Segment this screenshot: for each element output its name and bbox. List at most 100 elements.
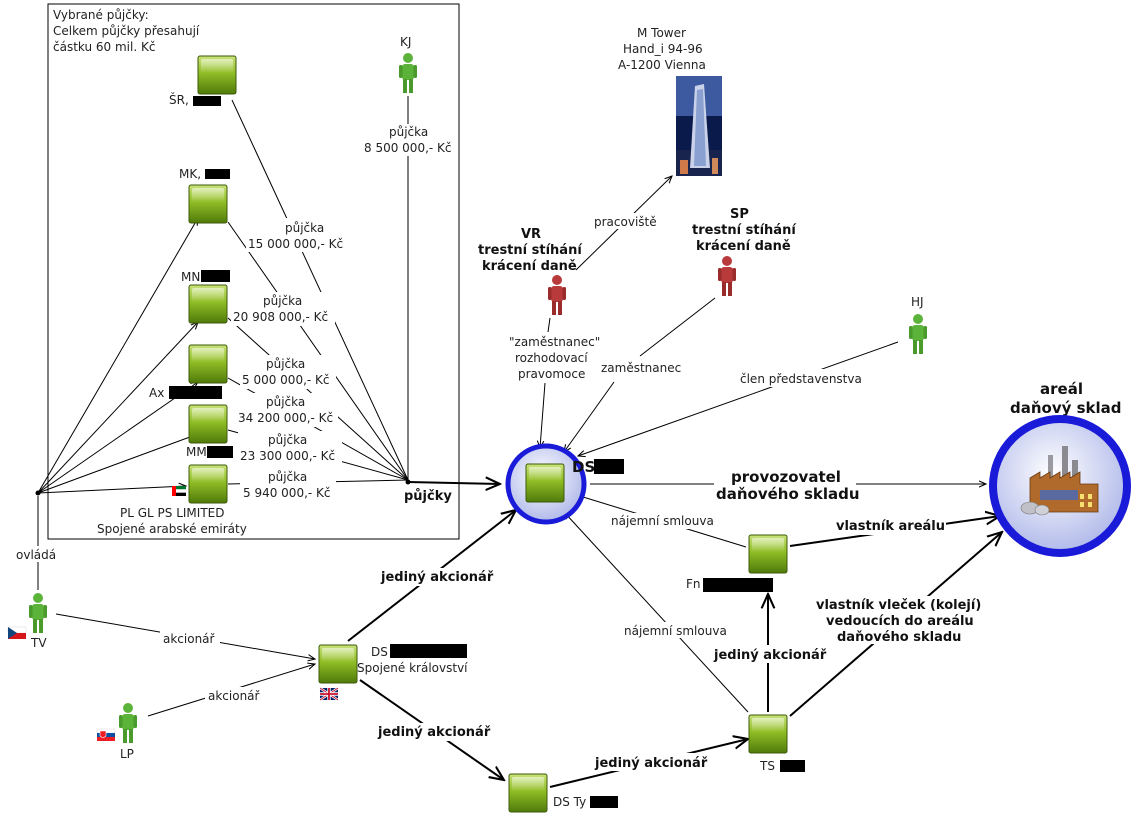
hj-ds-label: člen představenstva bbox=[740, 372, 862, 386]
company-fn[interactable] bbox=[748, 534, 788, 574]
edge-hj-ds bbox=[578, 341, 899, 456]
slovak-flag-icon bbox=[96, 728, 116, 741]
edge-ctl-mn bbox=[37, 322, 198, 494]
loans-box bbox=[47, 3, 460, 540]
loan-ax-1: půjčka bbox=[266, 395, 305, 409]
czech-flag-icon bbox=[7, 626, 27, 639]
redaction-dsty bbox=[590, 796, 618, 808]
vr-label-3: krácení daně bbox=[482, 259, 577, 274]
pujcky-label: půjčky bbox=[404, 489, 452, 504]
ds-focus-circle[interactable] bbox=[505, 443, 587, 525]
redaction-ax bbox=[169, 386, 222, 399]
vr-label-2: trestní stíhání bbox=[478, 243, 583, 258]
loan-ax-2: 34 200 000,- Kč bbox=[238, 411, 333, 425]
vlecky-3: daňového skladu bbox=[837, 630, 961, 645]
mn-label: MN bbox=[181, 270, 200, 284]
company-mn[interactable] bbox=[188, 284, 228, 324]
loan-mn-2: 5 000 000,- Kč bbox=[242, 373, 330, 387]
sp-label-1: SP bbox=[730, 207, 749, 222]
akcionar-lp-label: akcionář bbox=[208, 689, 261, 703]
person-kj[interactable] bbox=[399, 53, 417, 93]
edge-mk-hub bbox=[227, 221, 409, 481]
edge-vr-ds-b bbox=[540, 382, 546, 448]
vr-ds-3: pravomoce bbox=[518, 367, 585, 381]
loan-mm-2: 23 300 000,- Kč bbox=[240, 449, 335, 463]
mm-label: MM bbox=[186, 445, 207, 459]
vr-ds-1: "zaměstnanec" bbox=[509, 335, 600, 349]
edge-ctl-pl bbox=[37, 486, 186, 494]
jediny-fn-label: jediný akcionář bbox=[713, 648, 827, 663]
vlastnik-arealu-label: vlastník areálu bbox=[836, 519, 945, 534]
loan-mk-1: půjčka bbox=[263, 294, 302, 308]
plgl-label-2: Spojené arabské emiráty bbox=[97, 522, 247, 536]
edge-vr-ds-a bbox=[547, 317, 551, 333]
kj-label: KJ bbox=[400, 35, 411, 49]
person-vr[interactable] bbox=[548, 275, 566, 315]
person-lp[interactable] bbox=[119, 703, 137, 743]
ovlada-label: ovládá bbox=[16, 548, 56, 562]
redaction-dsuk bbox=[390, 644, 467, 658]
edge-ctl-ax bbox=[37, 382, 198, 494]
fn-label: Fn bbox=[686, 577, 701, 591]
provozovatel-2: daňového skladu bbox=[716, 485, 860, 503]
loan-mn-1: půjčka bbox=[266, 357, 305, 371]
ax-label: Ax bbox=[149, 386, 164, 400]
loan-mm-1: půjčka bbox=[268, 433, 307, 447]
edge-sp-ds-b bbox=[564, 381, 615, 452]
company-mk[interactable] bbox=[188, 184, 228, 224]
redaction-fn bbox=[703, 578, 773, 592]
redaction-ds bbox=[594, 459, 624, 474]
redaction-mk bbox=[205, 169, 230, 179]
company-ax[interactable] bbox=[188, 344, 228, 384]
edge-sp-ds-a bbox=[639, 297, 716, 357]
redaction-ts bbox=[780, 760, 805, 772]
dsuk-label-2: Spojené království bbox=[357, 661, 468, 675]
loan-kj-2: 8 500 000,- Kč bbox=[364, 141, 452, 155]
uae-flag-icon bbox=[171, 486, 187, 496]
loans-box-title-3: částku 60 mil. Kč bbox=[53, 40, 155, 54]
uk-flag-icon bbox=[319, 687, 339, 701]
loan-kj-1: půjčka bbox=[389, 125, 428, 139]
areal-label-2: daňový sklad bbox=[1010, 399, 1122, 417]
sp-label-2: trestní stíhání bbox=[692, 223, 797, 238]
ts-label: TS bbox=[759, 759, 775, 773]
person-sp[interactable] bbox=[718, 256, 736, 296]
sp-ds-label: zaměstnanec bbox=[601, 361, 681, 375]
najem1-label: nájemní smlouva bbox=[611, 514, 714, 528]
edge-ctl-mk bbox=[37, 218, 198, 494]
loans-box-title-1: Vybrané půjčky: bbox=[53, 8, 149, 22]
loans-box-title-2: Celkem půjčky přesahují bbox=[53, 24, 200, 38]
tv-label: TV bbox=[30, 636, 47, 650]
lp-label: LP bbox=[120, 747, 134, 761]
sr-label: ŠR, bbox=[169, 92, 189, 107]
loan-mk-2: 20 908 000,- Kč bbox=[233, 310, 328, 324]
hj-label: HJ bbox=[911, 295, 924, 309]
edge-labels: půjčka 8 500 000,- Kč půjčka 15 000 000,… bbox=[14, 124, 983, 771]
redaction-mn bbox=[201, 270, 230, 282]
vr-ds-2: rozhodovací bbox=[515, 351, 588, 365]
pracoviste-label: pracoviště bbox=[594, 215, 657, 229]
edge-hub-ds bbox=[407, 482, 500, 484]
company-plgl[interactable] bbox=[188, 464, 228, 504]
company-ts[interactable] bbox=[748, 714, 788, 754]
company-ds[interactable] bbox=[525, 463, 565, 503]
plgl-label-1: PL GL PS LIMITED bbox=[120, 506, 224, 520]
person-hj[interactable] bbox=[909, 314, 927, 354]
company-dsuk[interactable] bbox=[318, 644, 358, 684]
edge-sr-hub bbox=[231, 99, 409, 481]
tower-photo[interactable] bbox=[676, 76, 722, 176]
redaction-sr bbox=[193, 96, 221, 106]
person-tv[interactable] bbox=[29, 593, 47, 633]
tower-label-1: M Tower bbox=[637, 26, 686, 40]
company-mm[interactable] bbox=[188, 404, 228, 444]
jediny-dsty-ts-label: jediný akcionář bbox=[594, 756, 708, 771]
dsty-label: DS Ty bbox=[553, 795, 586, 809]
company-dsty[interactable] bbox=[508, 773, 548, 813]
redaction-mm bbox=[207, 446, 233, 458]
akcionar-tv-label: akcionář bbox=[163, 632, 216, 646]
sp-label-3: krácení daně bbox=[696, 239, 791, 254]
factory-icon bbox=[1020, 446, 1099, 516]
company-sr[interactable] bbox=[197, 55, 237, 95]
edge-ctl-mm bbox=[37, 434, 198, 494]
